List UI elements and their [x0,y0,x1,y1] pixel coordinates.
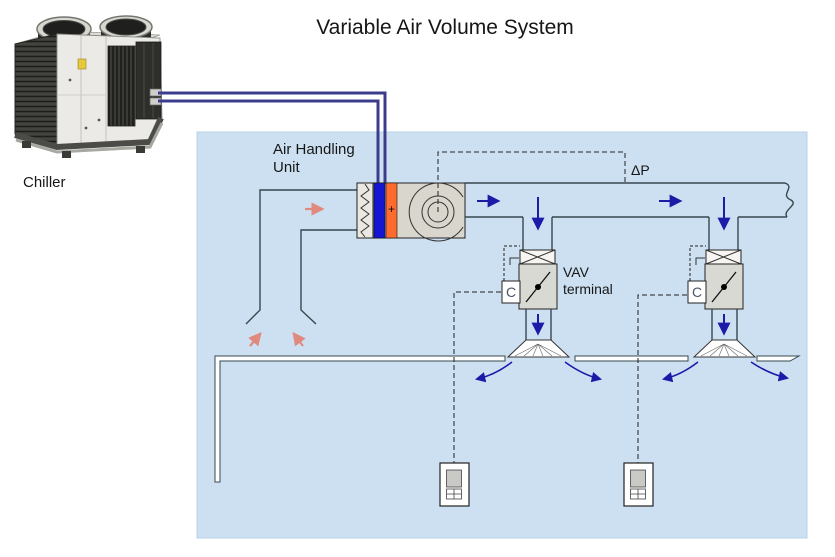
controller-2-label: C [691,284,703,300]
chiller-grille-2 [135,41,162,120]
duct-break-symbol [784,182,794,218]
diffuser-airflow-arrows [474,361,790,383]
thermostat-2 [623,462,654,507]
air-handling-unit [356,182,466,242]
thermostat-wire-1 [453,291,501,463]
return-air-duct [245,189,357,347]
ahu-label: Air Handling Unit [273,141,355,176]
heating-coil-plus-label: + [387,202,395,216]
ahu-heating-coil [385,182,398,239]
ceiling-and-wall [214,355,801,483]
chiller-sticker [77,58,87,70]
thermostat-wire-2 [637,294,687,463]
supply-duct [465,182,794,218]
return-air-arrow [248,331,262,347]
return-air-arrow [292,331,306,347]
chiller-louver-panel [14,33,58,147]
page-title: Variable Air Volume System [316,16,574,39]
pressure-control-line [437,151,626,212]
delta-p-label: ΔP [631,162,650,178]
controller-1-label: C [505,284,517,300]
chiller-grille-1 [107,45,136,127]
chiller-image [14,15,164,158]
vav-terminal-label: VAV terminal [563,264,613,297]
chilled-water-pipes [158,91,387,183]
ahu-cooling-coil [373,182,386,239]
chiller-label: Chiller [23,174,66,191]
room-area [196,131,808,539]
thermostat-1 [439,462,470,507]
